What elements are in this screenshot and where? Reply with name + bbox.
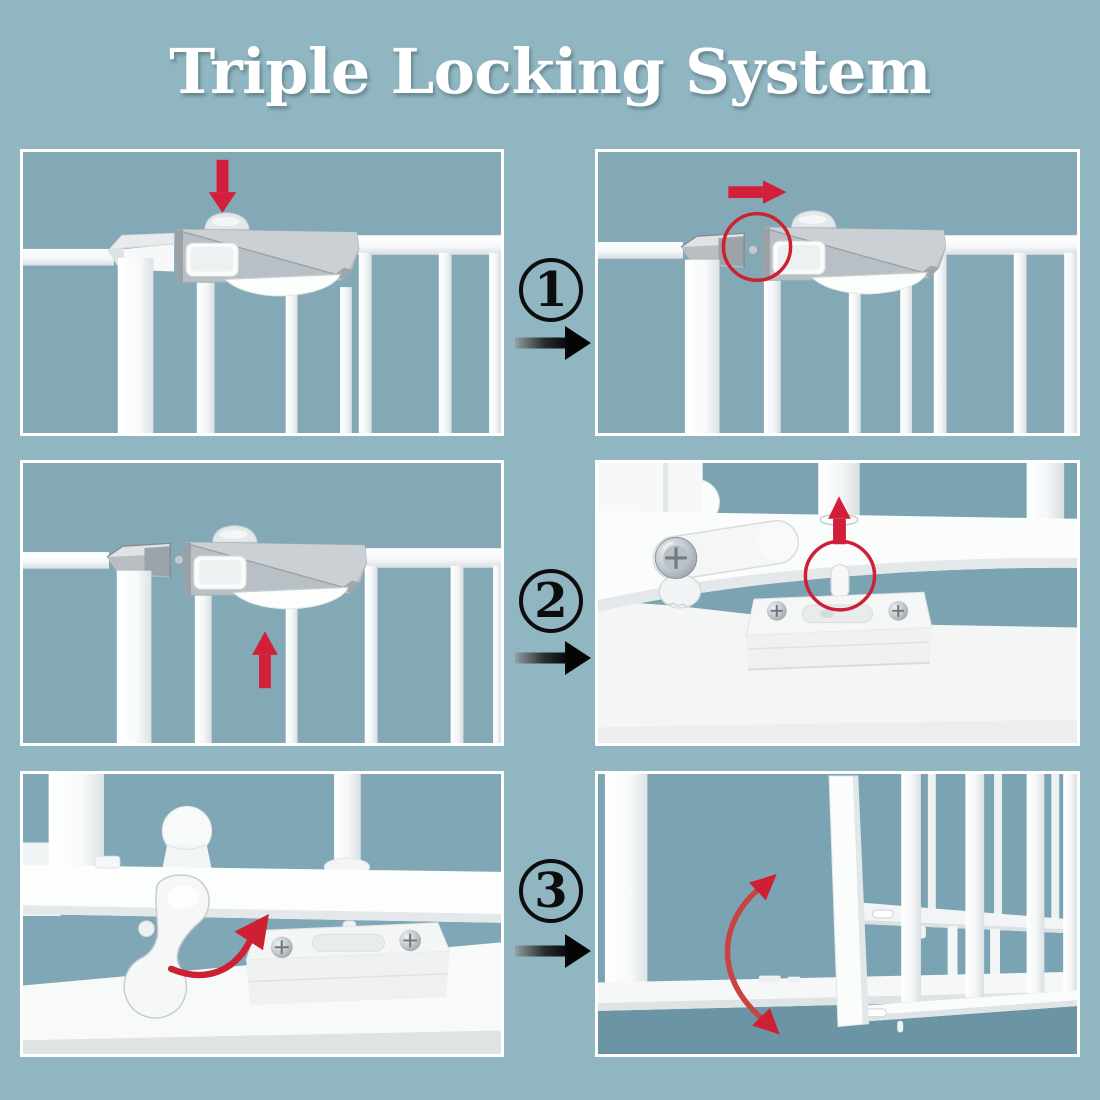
floor-bracket	[745, 591, 933, 671]
gate-bars	[763, 252, 1077, 433]
floor-shadow	[598, 719, 1077, 743]
panel-step1-slide-handle	[595, 149, 1080, 436]
step-1-right-arrow-icon	[515, 326, 591, 360]
photo-floor-lever	[23, 774, 501, 1054]
panel-step2-bottom-pin	[595, 460, 1080, 746]
panel-step3-swing-open	[595, 771, 1080, 1057]
wall-rail	[598, 242, 683, 259]
red-curved-arrow-icon	[167, 914, 269, 979]
gate-frame-corner	[598, 463, 703, 518]
photo-bottom-pin	[598, 463, 1077, 743]
latch-pin	[830, 564, 850, 599]
floor-shadow	[23, 1030, 501, 1054]
gate-bar-partial	[1026, 463, 1065, 522]
floor-bracket	[245, 922, 451, 1006]
illustration-swing-open	[598, 774, 1077, 1054]
swing-gate-bottom-rail	[857, 990, 1077, 1033]
red-right-arrow-icon	[728, 180, 787, 204]
gate-post	[684, 259, 720, 433]
panel-step2-lift-handle	[20, 460, 504, 746]
red-swing-arrow-icon	[724, 873, 780, 1035]
gate-bars	[196, 252, 501, 433]
gate-bars	[194, 565, 501, 743]
gate-post	[117, 257, 154, 433]
step-1-label: 1	[534, 262, 568, 318]
back-bars	[927, 774, 1060, 922]
gate-stile-shade	[852, 775, 869, 1025]
red-up-arrow-icon	[828, 496, 851, 545]
illustration-press-handle	[23, 152, 501, 433]
gate-top-rail	[331, 548, 501, 568]
step-3-number-badge: 3	[519, 859, 583, 923]
gate-post	[116, 570, 152, 743]
frame-post	[604, 774, 648, 986]
frame-post	[48, 774, 104, 870]
step-1-number-badge: 1	[519, 258, 583, 322]
page-title: Triple Locking System	[169, 35, 931, 108]
wall-rail	[23, 552, 109, 569]
gate-top-rail	[319, 235, 501, 255]
gate-bars	[901, 774, 1077, 1003]
panel-step1-press-handle	[20, 149, 504, 436]
gate-top-rail	[904, 235, 1077, 255]
step-2-label: 2	[534, 573, 568, 629]
red-up-arrow-icon	[252, 631, 278, 689]
lock-lever	[652, 519, 799, 609]
step-2-number-badge: 2	[519, 569, 583, 633]
lock-lever	[123, 874, 210, 1019]
panel-step3-floor-lever	[20, 771, 504, 1057]
illustration-slide-handle	[598, 152, 1077, 433]
step-3-label: 3	[534, 863, 568, 919]
floor	[598, 600, 1077, 743]
illustration-lift-handle	[23, 463, 501, 743]
hinge-dome	[161, 805, 213, 869]
rail-tab	[94, 855, 121, 869]
step-2-right-arrow-icon	[515, 641, 591, 675]
gate-bar	[334, 774, 361, 868]
panel2-background	[598, 152, 1077, 433]
red-highlight-circle	[721, 211, 793, 282]
wall-rail	[23, 248, 114, 266]
red-down-arrow-icon	[208, 159, 237, 213]
step-3-right-arrow-icon	[515, 934, 591, 968]
